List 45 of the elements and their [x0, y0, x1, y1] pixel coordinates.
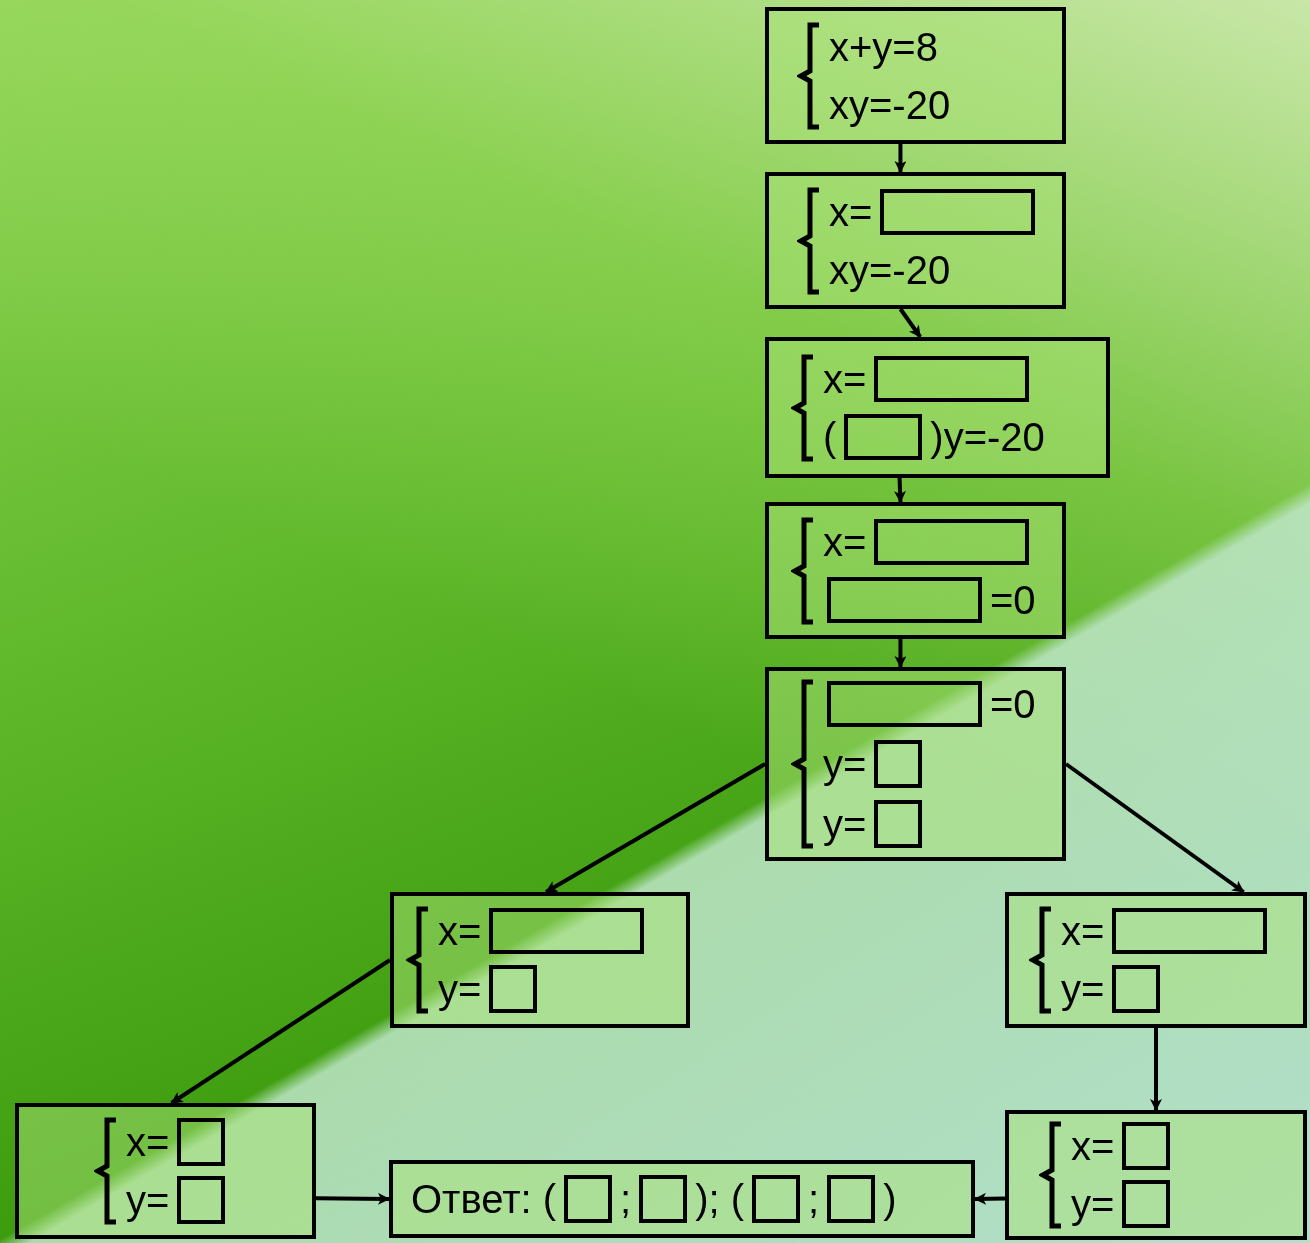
equation-text: x= [438, 909, 482, 953]
equation-text: y= [438, 967, 482, 1011]
step-box [765, 502, 1066, 639]
step-box [1005, 892, 1307, 1028]
equation-text: x= [829, 189, 873, 234]
equation-text: y= [823, 802, 867, 846]
arrow [894, 477, 907, 503]
equation-text: y= [1071, 1182, 1115, 1226]
arrow [894, 639, 907, 668]
equation-text: ( [823, 414, 837, 459]
equation-text: =0 [990, 577, 1036, 622]
equation-text: ; [620, 1177, 632, 1221]
arrow [974, 1192, 1006, 1205]
step-box [15, 1103, 316, 1239]
equation-text: y= [126, 1178, 170, 1222]
equation-text: ) [883, 1177, 897, 1221]
equation-text: ; [808, 1177, 820, 1221]
equation-text: Ответ: ( [411, 1177, 557, 1221]
equation-text: x= [1061, 909, 1105, 953]
step-box [389, 1160, 975, 1238]
step-box [765, 337, 1110, 478]
equation-text: x= [823, 519, 867, 564]
arrow [898, 307, 922, 339]
arrow [894, 144, 907, 173]
equation-text: x= [823, 356, 867, 401]
arrow [170, 958, 392, 1105]
step-box [765, 172, 1066, 309]
equation-text: =0 [990, 682, 1036, 726]
equation-text: y= [823, 742, 867, 786]
equation-text: y= [1061, 967, 1105, 1011]
equation-text: )y=-20 [930, 414, 1045, 459]
step-box [1005, 1110, 1307, 1240]
equation-text: xy=-20 [829, 247, 951, 292]
equation-text: x= [126, 1120, 170, 1164]
arrow [315, 1192, 390, 1205]
step-box [765, 667, 1066, 861]
arrow [1064, 762, 1245, 894]
step-box [390, 892, 690, 1028]
equation-text: ); ( [695, 1177, 745, 1221]
arrow [1150, 1028, 1162, 1111]
equation-text: xy=-20 [829, 82, 951, 127]
arrow [545, 762, 766, 894]
equation-text: x= [1071, 1124, 1115, 1168]
step-box [765, 7, 1066, 144]
equation-text: x+y=8 [829, 24, 938, 69]
